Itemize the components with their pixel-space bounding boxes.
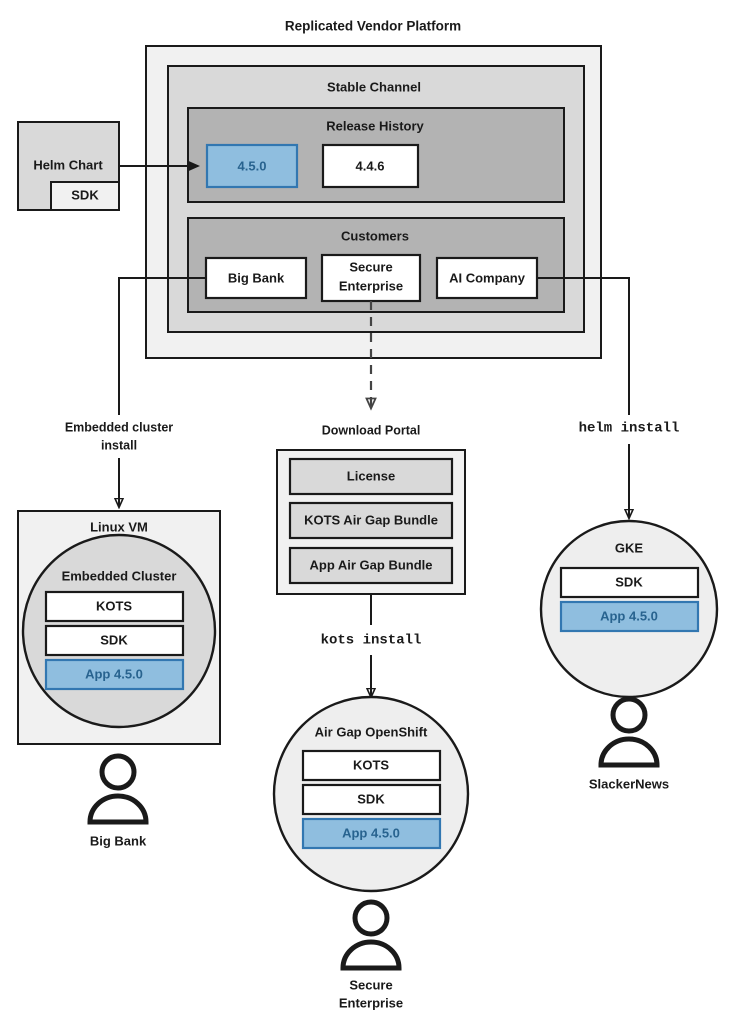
- person-icon-slackernews: [598, 696, 660, 768]
- target-air-gap-openshift-label: Air Gap OpenShift: [315, 724, 428, 739]
- stable-channel-label: Stable Channel: [327, 79, 421, 94]
- target-linux-vm-customer-label: Big Bank: [90, 833, 147, 848]
- gke-component-sdk-box: [559, 566, 700, 599]
- customer-ai-company-box[interactable]: [435, 256, 539, 300]
- flow-helm-install-label: helm install: [579, 421, 680, 437]
- openshift-component-sdk-label: SDK: [357, 791, 385, 806]
- download-artifact-app-bundle-box[interactable]: [288, 546, 454, 585]
- download-artifact-license-label: License: [347, 468, 395, 483]
- linuxvm-component-app-label: App 4.5.0: [85, 666, 143, 681]
- person-icon-secure-enterprise: [340, 899, 402, 971]
- connector-bigbank-to-embedded: [118, 277, 206, 415]
- release-4-4-6-label: 4.4.6: [356, 158, 385, 173]
- customer-secure-enterprise-label-line2: Enterprise: [339, 278, 403, 293]
- person-icon-big-bank: [87, 753, 149, 825]
- target-linux-vm-label: Linux VM: [90, 519, 148, 534]
- gke-component-app-label: App 4.5.0: [600, 608, 658, 623]
- gke-component-app-box: [559, 600, 700, 633]
- target-gke-label: GKE: [615, 540, 644, 555]
- page-title: Replicated Vendor Platform: [285, 19, 461, 34]
- target-openshift-customer-label-line1: Secure: [349, 977, 392, 992]
- connector-aicompany-to-helm: [537, 277, 630, 415]
- helm-chart-sdk-box: [50, 181, 120, 211]
- openshift-component-kots-label: KOTS: [353, 757, 389, 772]
- flow-kots-install-label: kots install: [321, 633, 422, 649]
- flow-embedded-label-line1: Embedded cluster: [65, 420, 173, 434]
- linuxvm-component-sdk-box: [44, 624, 185, 657]
- download-artifact-kots-bundle-box[interactable]: [288, 501, 454, 540]
- customer-big-bank-box[interactable]: [204, 256, 308, 300]
- release-history-label: Release History: [326, 118, 424, 133]
- download-artifact-app-bundle-label: App Air Gap Bundle: [309, 557, 432, 572]
- openshift-component-kots-box: [301, 749, 442, 782]
- linuxvm-component-sdk-label: SDK: [100, 632, 128, 647]
- gke-component-sdk-label: SDK: [615, 574, 643, 589]
- customers-label: Customers: [341, 228, 409, 243]
- release-4-5-0-box[interactable]: [205, 143, 299, 189]
- helm-chart-sdk-label: SDK: [71, 187, 99, 202]
- openshift-component-app-box: [301, 817, 442, 850]
- download-portal-label: Download Portal: [322, 423, 421, 437]
- linuxvm-component-app-box: [44, 658, 185, 691]
- customer-secure-enterprise-box[interactable]: [320, 253, 422, 303]
- target-gke-customer-label: SlackerNews: [589, 776, 669, 791]
- embedded-cluster-label: Embedded Cluster: [62, 568, 177, 583]
- customer-secure-enterprise-label-line1: Secure: [349, 259, 392, 274]
- linuxvm-component-kots-label: KOTS: [96, 598, 132, 613]
- download-artifact-kots-bundle-label: KOTS Air Gap Bundle: [304, 512, 438, 527]
- customer-ai-company-label: AI Company: [449, 270, 526, 285]
- download-artifact-license-box[interactable]: [288, 457, 454, 496]
- flow-embedded-label-line2: install: [101, 438, 137, 452]
- openshift-component-sdk-box: [301, 783, 442, 816]
- customer-big-bank-label: Big Bank: [228, 270, 285, 285]
- target-openshift-customer-label-line2: Enterprise: [339, 995, 403, 1010]
- openshift-component-app-label: App 4.5.0: [342, 825, 400, 840]
- release-4-5-0-label: 4.5.0: [238, 158, 267, 173]
- helm-chart-label: Helm Chart: [33, 157, 103, 172]
- linuxvm-component-kots-box: [44, 590, 185, 623]
- release-4-4-6-box[interactable]: [321, 143, 420, 189]
